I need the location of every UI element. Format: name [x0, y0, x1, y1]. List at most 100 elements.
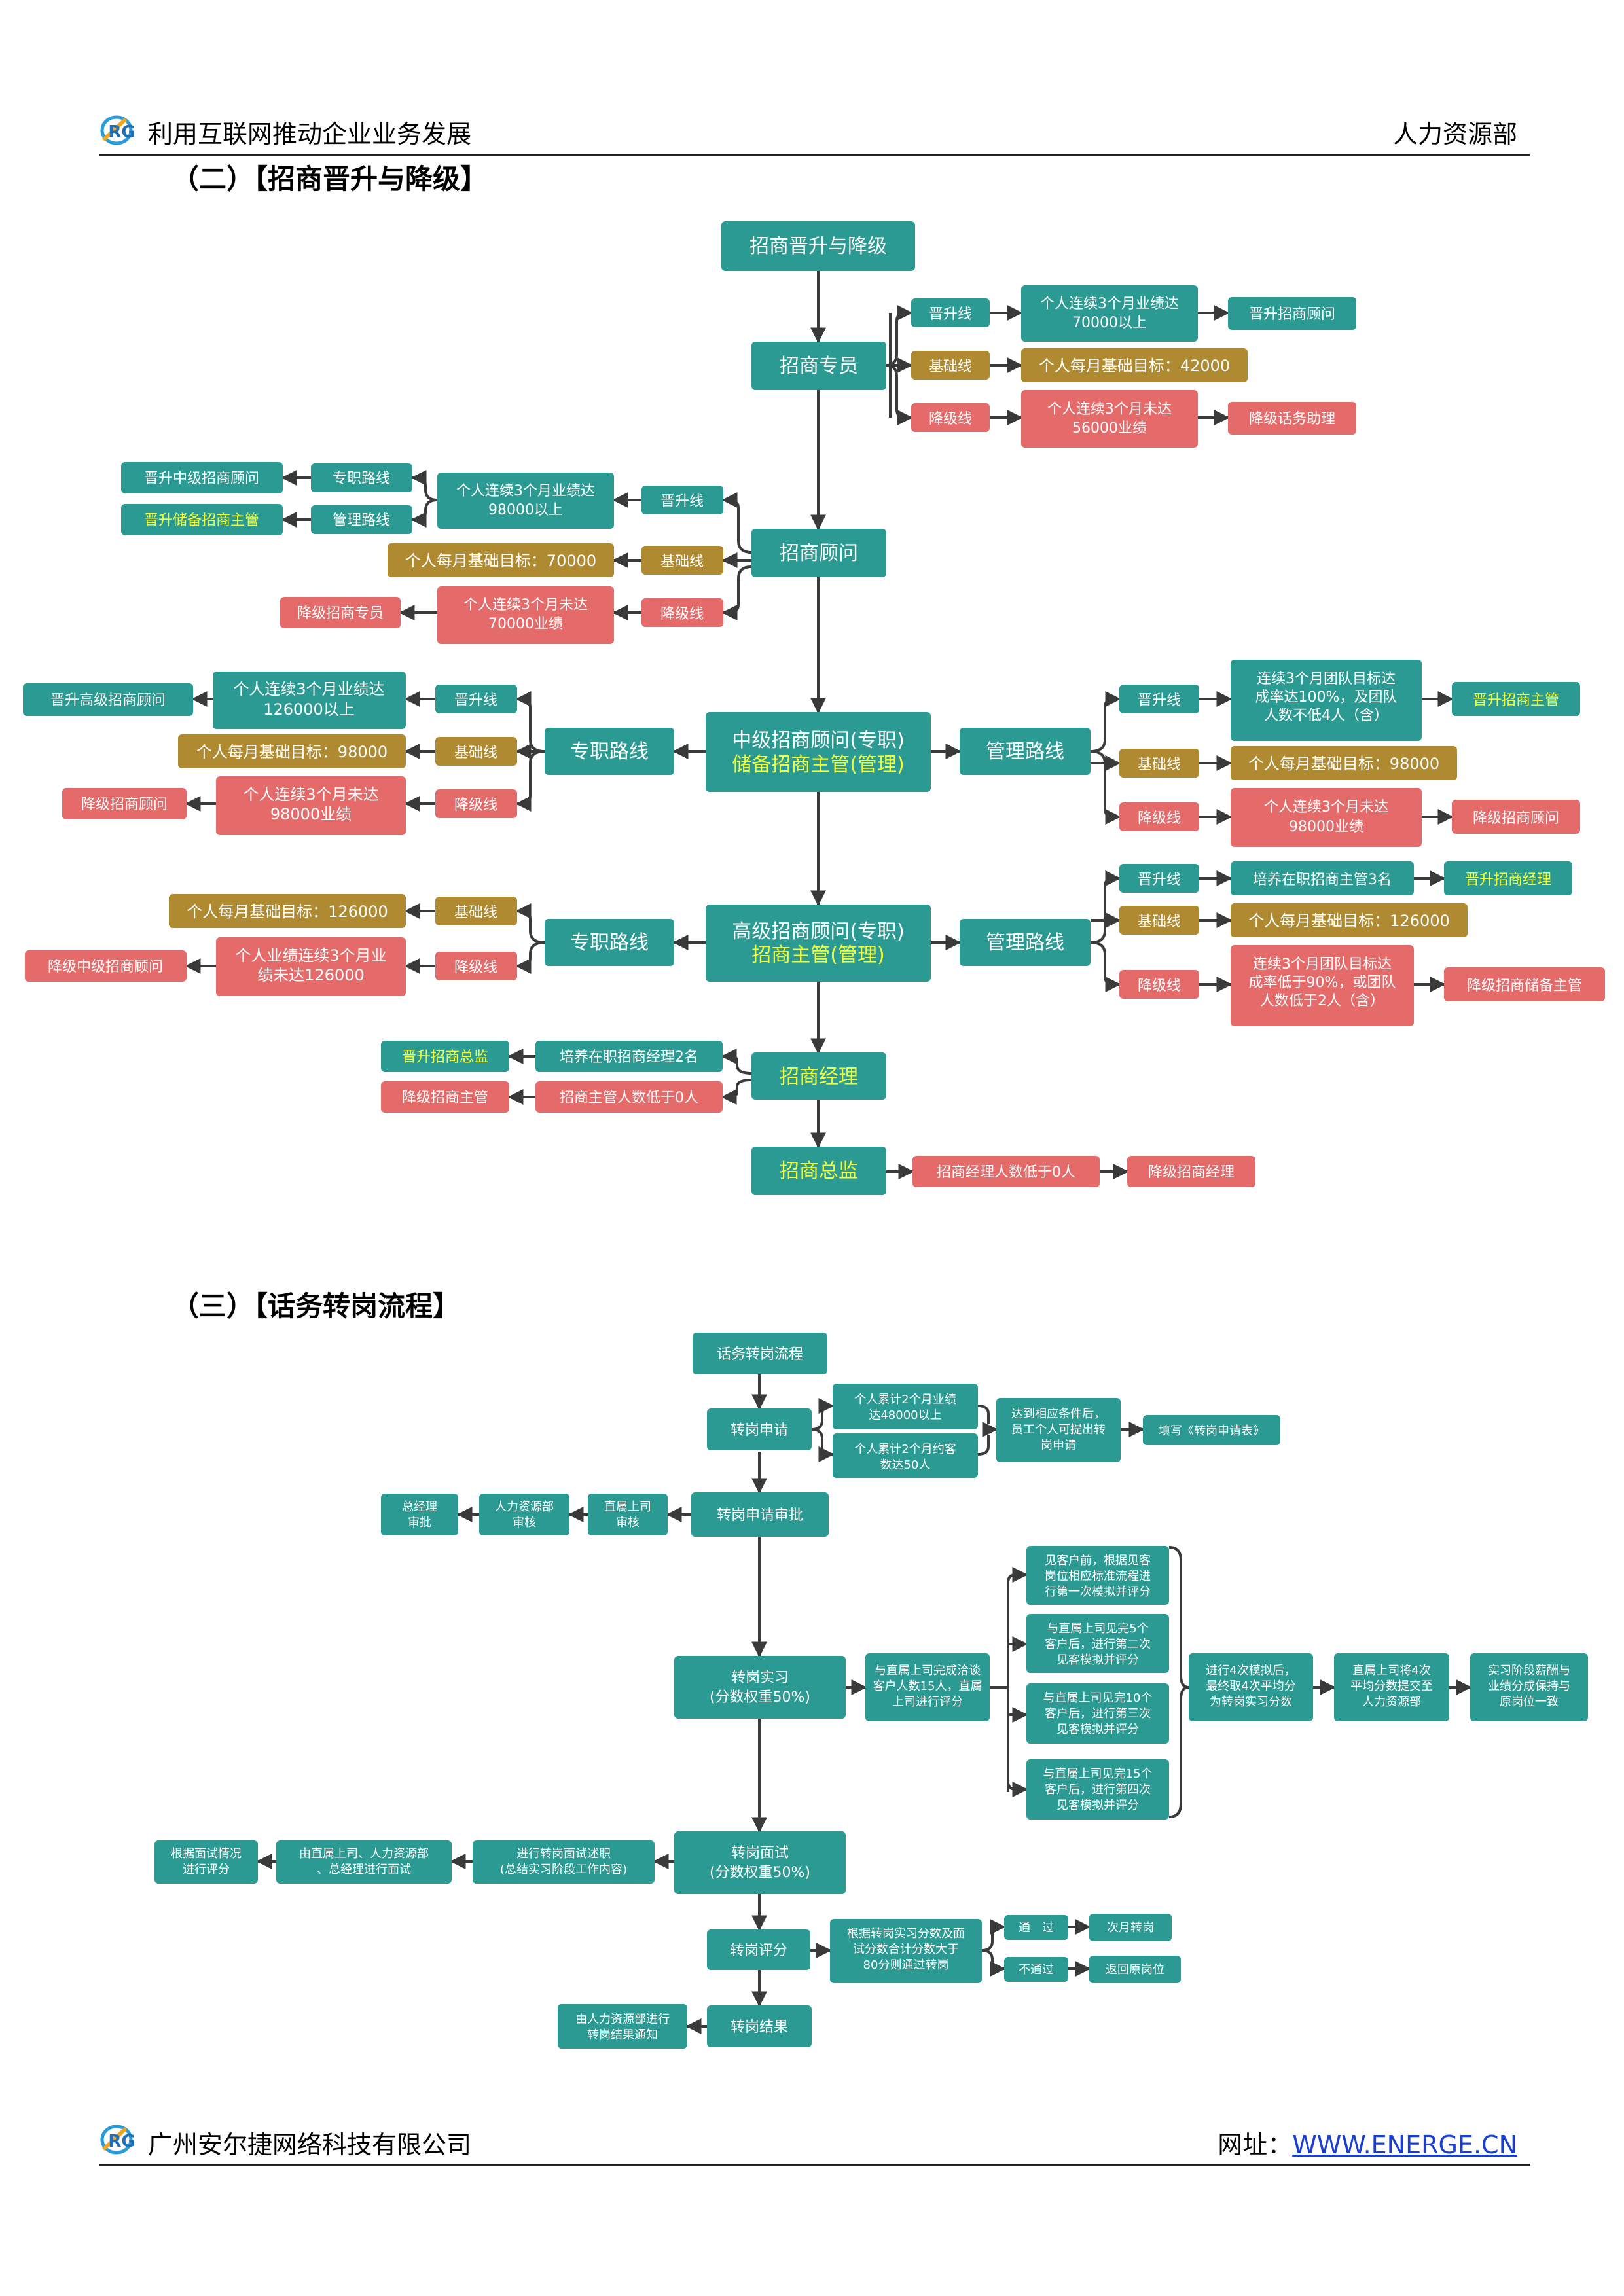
flow-connector — [981, 1919, 1006, 1952]
consultant-route-pro: 专职路线 — [333, 471, 390, 487]
transfer-sim-submit-3: 人力资源部 — [1362, 1695, 1421, 1709]
svg-text:RG: RG — [108, 122, 135, 142]
consultant-up-cond-1: 个人连续3个月业绩达 — [456, 483, 595, 499]
consultant-base-target: 个人每月基础目标：70000 — [405, 552, 596, 570]
flow-node-box — [1231, 788, 1422, 847]
svg-text:RG: RG — [108, 2132, 135, 2151]
flow-connector — [1090, 870, 1121, 944]
page-header: RG 利用互联网推动企业业务发展 人力资源部 — [99, 110, 1530, 156]
transfer-sim-4-line-2: 客户后，进行第四次 — [1045, 1783, 1151, 1797]
transfer-sim-summary-1: 进行4次模拟后， — [1206, 1664, 1295, 1677]
transfer-result-notice-1: 由人力资源部进行 — [575, 2013, 670, 2026]
transfer-score-rule-2: 试分数合计分数大于 — [853, 1943, 959, 1956]
flow-node-box — [121, 462, 283, 493]
flow-node-box — [1026, 1614, 1169, 1673]
flow-node-box — [751, 529, 886, 577]
senior-mgmt-down-cond-3: 人数低于2人（含） — [1260, 993, 1384, 1009]
mid-mgmt-up-line: 晋升线 — [1138, 692, 1181, 709]
transfer-review-3-line-2: 审批 — [408, 1516, 431, 1530]
transfer-apply-note-2: 员工个人可提出转 — [1011, 1423, 1106, 1437]
flow-node-box — [437, 473, 614, 529]
director-down-cond: 招商经理人数低于0人 — [937, 1164, 1075, 1181]
manager-up-cond: 培养在职招商经理2名 — [560, 1049, 698, 1066]
flow-connector — [515, 691, 545, 753]
manager-down-cond: 招商主管人数低于0人 — [560, 1090, 698, 1106]
flow-node-box — [311, 463, 412, 492]
mid-mgmt-base-line: 基础线 — [1138, 757, 1181, 773]
senior-mgmt-down-line: 降级线 — [1138, 978, 1181, 994]
mid-pro-base-line: 基础线 — [454, 745, 497, 761]
mid-mgmt-down-cond-1: 个人连续3个月未达 — [1264, 799, 1388, 816]
flow-node-box — [865, 1653, 990, 1721]
section-heading-transfer: （三）【话务转岗流程】 — [171, 1290, 461, 1322]
mid-title-1: 中级招商顾问(专职) — [732, 729, 904, 752]
mid-pro-down-line: 降级线 — [454, 797, 497, 814]
specialist-up-line: 晋升线 — [929, 306, 972, 323]
specialist-up-result: 晋升招商顾问 — [1249, 306, 1335, 323]
flow-node-box — [1127, 1156, 1255, 1187]
flow-node-box — [707, 1408, 812, 1450]
transfer-interview-2-line-1: 由直属上司、人力资源部 — [299, 1847, 429, 1861]
transfer-sim-2-line-2: 客户后，进行第二次 — [1045, 1638, 1151, 1651]
manager-title: 招商经理 — [780, 1066, 858, 1088]
transfer-review-1-line-2: 审核 — [616, 1516, 640, 1530]
mid-pro-up-cond-2: 126000以上 — [263, 700, 355, 719]
flow-node-box — [1231, 861, 1414, 895]
mid-pro-down-result: 降级招商顾问 — [81, 797, 168, 813]
flow-connector — [721, 1079, 752, 1105]
flow-node-box — [479, 1494, 569, 1535]
senior-mgmt-down-result: 降级招商储备主管 — [1467, 978, 1582, 994]
consultant-down-result: 降级招商专员 — [297, 605, 384, 622]
specialist-up-cond-1: 个人连续3个月业绩达 — [1040, 296, 1179, 312]
flow-node-box — [833, 1433, 978, 1478]
transfer-review-3-line-1: 总经理 — [402, 1500, 437, 1514]
flow-connector — [410, 499, 438, 528]
flow-node-box — [830, 1919, 982, 1983]
transfer-interview-2-line-2: 、总经理进行面试 — [317, 1863, 411, 1876]
flow-node-box — [693, 1333, 827, 1374]
senior-pro-down-cond-2: 绩未达126000 — [257, 966, 365, 984]
mid-mgmt-down-result: 降级招商顾问 — [1473, 810, 1559, 827]
flow-node-box — [1444, 967, 1605, 1001]
flow-node-box — [25, 950, 187, 982]
transfer-pass: 通 过 — [1019, 1921, 1054, 1935]
senior-title-2: 招商主管(管理) — [751, 944, 884, 967]
transfer-review-1-line-1: 直属上司 — [604, 1500, 651, 1514]
flow-node-box — [707, 2005, 812, 2047]
flow-node-box — [1119, 906, 1199, 935]
flow-node-box — [435, 685, 517, 713]
transfer-interview-3-line-2: 进行评分 — [183, 1863, 230, 1876]
transfer-result: 转岗结果 — [731, 2019, 788, 2036]
flow-node-box — [911, 403, 990, 432]
senior-mgmt-up-line: 晋升线 — [1138, 872, 1181, 888]
specialist-down-cond-1: 个人连续3个月未达 — [1047, 401, 1172, 418]
flow-node-box — [1452, 800, 1580, 834]
flow-node-box — [435, 789, 517, 818]
mid-mgmt-down-cond-2: 98000业绩 — [1289, 819, 1363, 835]
footer-website-link[interactable]: WWW.ENERGE.CN — [1292, 2130, 1517, 2159]
header-title: 利用互联网推动企业业务发展 — [148, 120, 472, 149]
mid-mgmt-up-result: 晋升招商主管 — [1473, 692, 1559, 709]
flow-connector — [1090, 750, 1121, 825]
flow-node-box — [216, 776, 406, 835]
flow-connector — [721, 492, 752, 554]
flow-node-box — [545, 919, 674, 966]
flow-node-box — [213, 672, 406, 729]
transfer-intern-line-1: 转岗实习 — [731, 1670, 789, 1686]
senior-pro-down-line: 降级线 — [454, 960, 497, 976]
flow-connector — [515, 903, 545, 944]
flow-node-box — [1004, 1915, 1068, 1940]
flow-node-box — [535, 1041, 723, 1072]
flow-node-box — [276, 1840, 452, 1884]
flow-node-box — [674, 1831, 846, 1894]
senior-mgmt-down-cond-2: 成率低于90%，或团队 — [1249, 975, 1396, 991]
mid-mgmt-down-line: 降级线 — [1138, 810, 1181, 827]
senior-mgmt-up-cond: 培养在职招商主管3名 — [1253, 872, 1392, 888]
flow-node-box — [1026, 1546, 1169, 1605]
transfer-intern-desc-3: 上司进行评分 — [892, 1695, 963, 1709]
senior-pro-base-line: 基础线 — [454, 905, 497, 921]
mid-mgmt-up-cond-3: 人数不低4人（含） — [1264, 708, 1388, 724]
flow-node-box — [641, 486, 723, 514]
flow-connector — [721, 565, 752, 620]
flow-node-box — [535, 1081, 723, 1113]
